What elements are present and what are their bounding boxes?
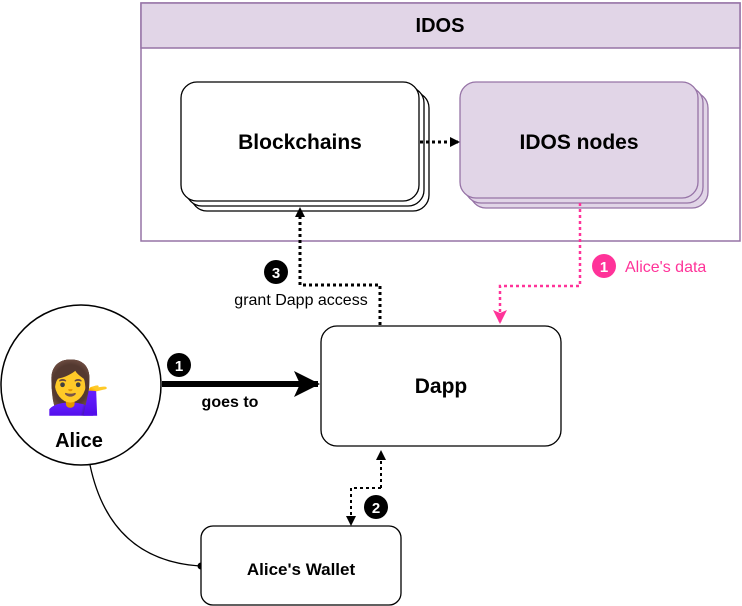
idos-container-title: IDOS xyxy=(416,15,465,37)
dapp-node[interactable]: Dapp xyxy=(320,325,562,447)
step1-number: 1 xyxy=(175,358,183,375)
wallet-label: Alice's Wallet xyxy=(247,560,356,579)
wallet-node[interactable]: Alice's Wallet xyxy=(200,525,402,606)
step1-goes-to: 1 goes to xyxy=(167,353,259,411)
alice-wallet-connector xyxy=(89,464,201,567)
idos-nodes-label: IDOS nodes xyxy=(519,131,638,154)
step3-label: grant Dapp access xyxy=(234,292,367,309)
step1-label: goes to xyxy=(202,394,259,411)
step1-alices-data: 1 Alice's data xyxy=(592,254,706,278)
step1-badge xyxy=(167,353,191,377)
dapp-to-wallet-arrow xyxy=(346,487,381,526)
step3-number: 3 xyxy=(272,265,280,282)
grant-access-arrow xyxy=(295,207,382,325)
alice-node[interactable]: 💁‍♀️ Alice xyxy=(0,304,162,466)
idos-container-header xyxy=(140,2,741,49)
step1-pink-label: Alice's data xyxy=(625,259,706,276)
alices-data-arrow xyxy=(493,203,582,324)
blockchains-node[interactable]: Blockchains xyxy=(180,81,430,212)
step2-number: 2 xyxy=(372,500,380,517)
blockchains-label: Blockchains xyxy=(238,131,362,154)
step1-pink-badge xyxy=(592,254,616,278)
step3: 3 grant Dapp access xyxy=(224,260,378,309)
alice-label: Alice xyxy=(55,430,103,452)
step2-badge xyxy=(364,495,388,519)
alice-emoji-icon: 💁‍♀️ xyxy=(46,357,111,417)
idos-nodes-node[interactable]: IDOS nodes xyxy=(459,81,709,209)
step3-label-bg xyxy=(224,290,378,308)
step1-pink-number: 1 xyxy=(600,259,608,276)
dapp-label: Dapp xyxy=(415,375,468,398)
step3-badge xyxy=(264,260,288,284)
step2: 2 xyxy=(364,495,388,519)
